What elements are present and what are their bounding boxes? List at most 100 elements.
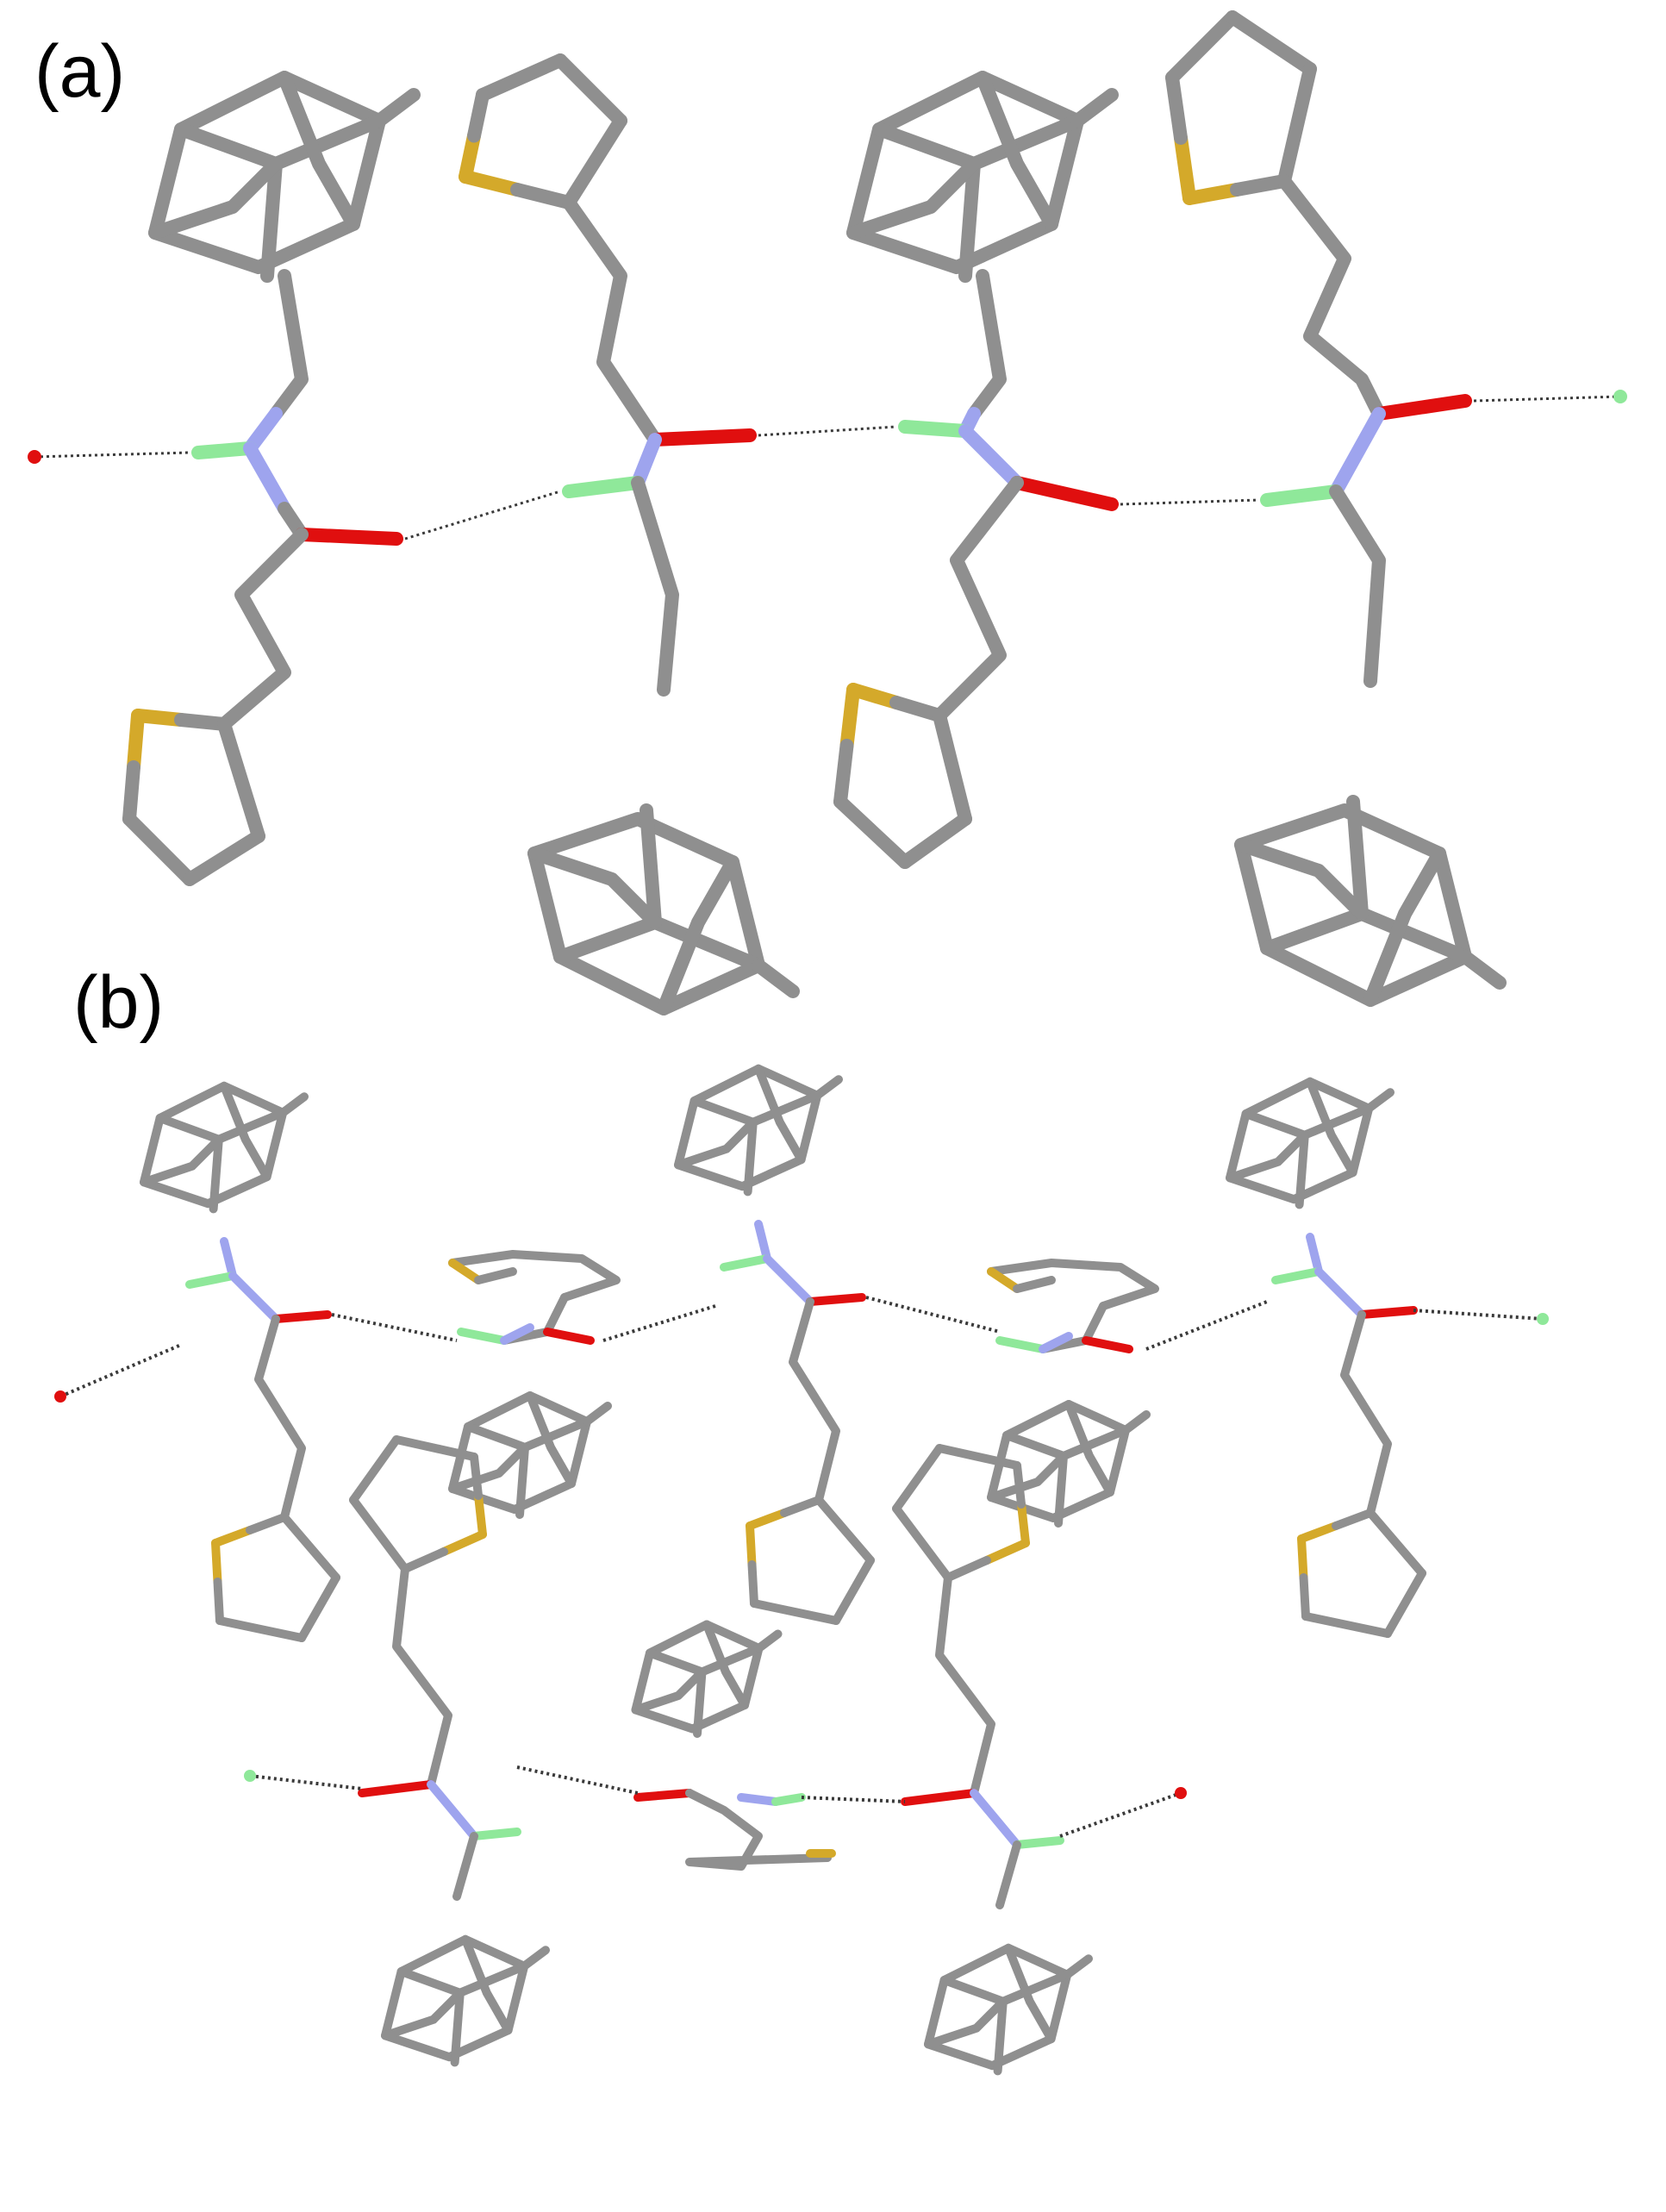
ring-bond-sulfur (440, 1530, 487, 1556)
adamantyl-cage-1 (148, 71, 421, 283)
cage-bridge-mid (693, 1667, 707, 1738)
donor-dot-right (1613, 390, 1627, 403)
cage-bridge-back (461, 1934, 513, 2035)
side-molecule-2 (987, 1259, 1159, 1528)
n-h-upper-2 (720, 1254, 771, 1272)
hbond-b-9 (801, 1796, 906, 1803)
ring-bond-sulfur (1017, 1500, 1030, 1547)
cage-bridge-left (1234, 838, 1369, 921)
ch2-linker-2 (631, 476, 679, 697)
cage-bridge-back (657, 855, 739, 1015)
propyl-chain-4 (1277, 174, 1386, 421)
n-h-lower-2 (1013, 1836, 1064, 1849)
ring-bond-carbon (183, 829, 265, 886)
chain-lower-2 (935, 1573, 995, 1797)
carbonyl-o-1 (295, 528, 403, 546)
side-carbonyl-1 (543, 1328, 595, 1345)
thiolane-upper-3 (1297, 1509, 1426, 1638)
n-h-upper-1 (185, 1272, 237, 1289)
n-c-bond-1 (243, 441, 291, 516)
cage-bridge-mid (260, 157, 283, 283)
n-h-bond-4 (1260, 484, 1343, 507)
ring-bond-sulfur (459, 128, 481, 184)
cage-stub (520, 1946, 550, 1971)
ring-bond-carbon (1332, 1509, 1375, 1530)
ring-bond-carbon (1230, 174, 1291, 197)
ring-bond-carbon (349, 1496, 409, 1573)
side-cage-3 (631, 1620, 783, 1738)
cage-bridge-back (526, 1391, 576, 1488)
cage-bridge-mid (1295, 1130, 1309, 1209)
cage-lower-1 (381, 1934, 550, 2067)
ring-bond-carbon (833, 739, 854, 809)
n-h-upper-3 (1271, 1267, 1323, 1284)
ring-bond-carbon (832, 1556, 875, 1625)
ring-bond-carbon (889, 696, 946, 722)
ring-bond-sulfur (1174, 131, 1196, 205)
cage-bridge-left (674, 1117, 758, 1170)
carbonyl-upper-1 (271, 1310, 332, 1323)
n-bond-upper-3 (1306, 1233, 1323, 1276)
adamantyl-cage-3 (846, 71, 1119, 283)
lower-molecule-1 (349, 1435, 550, 2067)
ring-bond-carbon (1277, 62, 1317, 188)
ring-bond-carbon (1366, 1509, 1426, 1578)
ch2-linker-4 (1329, 484, 1386, 688)
ring-bond-sulfur (846, 683, 903, 709)
cage-bridge-back (976, 71, 1058, 231)
side-carbonyl-2 (1082, 1336, 1133, 1353)
cage-bridge-back (1363, 847, 1446, 1007)
cage-bridge-top (396, 1961, 529, 1997)
cage-bridge-mid (1346, 795, 1369, 921)
ring-bond-carbon (510, 183, 576, 209)
cage-bridge-left (987, 1452, 1068, 1502)
hbond-b-7 (249, 1774, 363, 1790)
n-c-lower-2 (970, 1789, 1021, 1849)
ring-bond-sulfur (459, 170, 524, 197)
hbond-b-10 (1059, 1791, 1182, 1838)
cage-bridge-top (1260, 907, 1472, 964)
ring-bond-carbon (213, 1578, 224, 1625)
side-nh-2 (995, 1336, 1047, 1353)
cage-lower-2 (924, 1943, 1093, 2076)
cage-stub (1070, 88, 1119, 128)
cage-stub (583, 1402, 612, 1426)
carbonyl-lower-2 (901, 1789, 978, 1806)
cage-bridge-mid (993, 1996, 1008, 2076)
ring-bond-carbon (814, 1496, 875, 1565)
thiolane-lower-2 (892, 1444, 1030, 1582)
ring-bond-carbon (1013, 1461, 1026, 1509)
acceptor-dot-b-upper (54, 1390, 66, 1403)
ring-bond-carbon (898, 812, 972, 869)
ring-bond-carbon (780, 1496, 823, 1517)
side-n-3 (737, 1793, 780, 1806)
ring-bond-carbon (217, 717, 265, 843)
ring-bond-carbon (297, 1573, 340, 1642)
hbond-a-1 (34, 451, 190, 459)
cage-bridge-left (448, 1443, 529, 1493)
ring-bond-carbon (122, 812, 197, 886)
panel-a-hbond-chain (28, 10, 1627, 1015)
donor-dot-b-upper (1537, 1313, 1549, 1325)
ring-bond-carbon (280, 1513, 340, 1582)
side-n-1 (500, 1323, 534, 1345)
adamantyl-cage-2 (527, 803, 800, 1015)
propyl-chain-1 (217, 528, 309, 731)
ring-bond-sulfur (211, 1526, 254, 1547)
hbond-b-4 (865, 1296, 1001, 1334)
cage-bridge-back (1064, 1400, 1114, 1497)
cage-bridge-top (464, 1417, 591, 1452)
cage-bridge-left (148, 157, 283, 240)
thiolane-ring-3 (833, 683, 972, 869)
ring-bond-carbon (392, 1435, 478, 1461)
cage-bridge-mid (640, 803, 662, 929)
hbond-a-5 (1473, 395, 1621, 403)
n-bond-upper-2 (754, 1220, 771, 1263)
ring-bond-sulfur (746, 1509, 789, 1530)
propyl-chain-2 (562, 196, 662, 447)
cage-bridge-mid (958, 157, 981, 283)
ring-bond-carbon (747, 1560, 758, 1608)
ring-bond-carbon (553, 53, 627, 128)
